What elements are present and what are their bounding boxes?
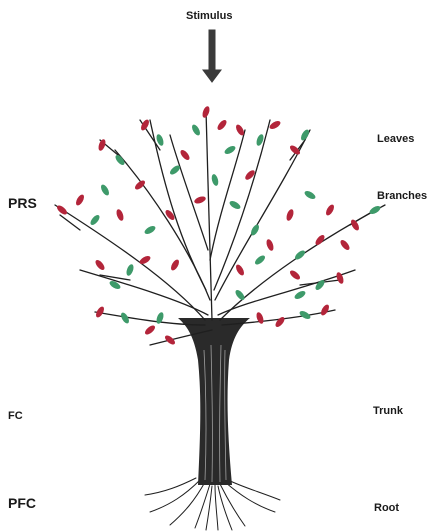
- stimulus-arrow: [203, 30, 221, 82]
- tree-trunk: [178, 318, 250, 485]
- tree-roots: [145, 478, 280, 530]
